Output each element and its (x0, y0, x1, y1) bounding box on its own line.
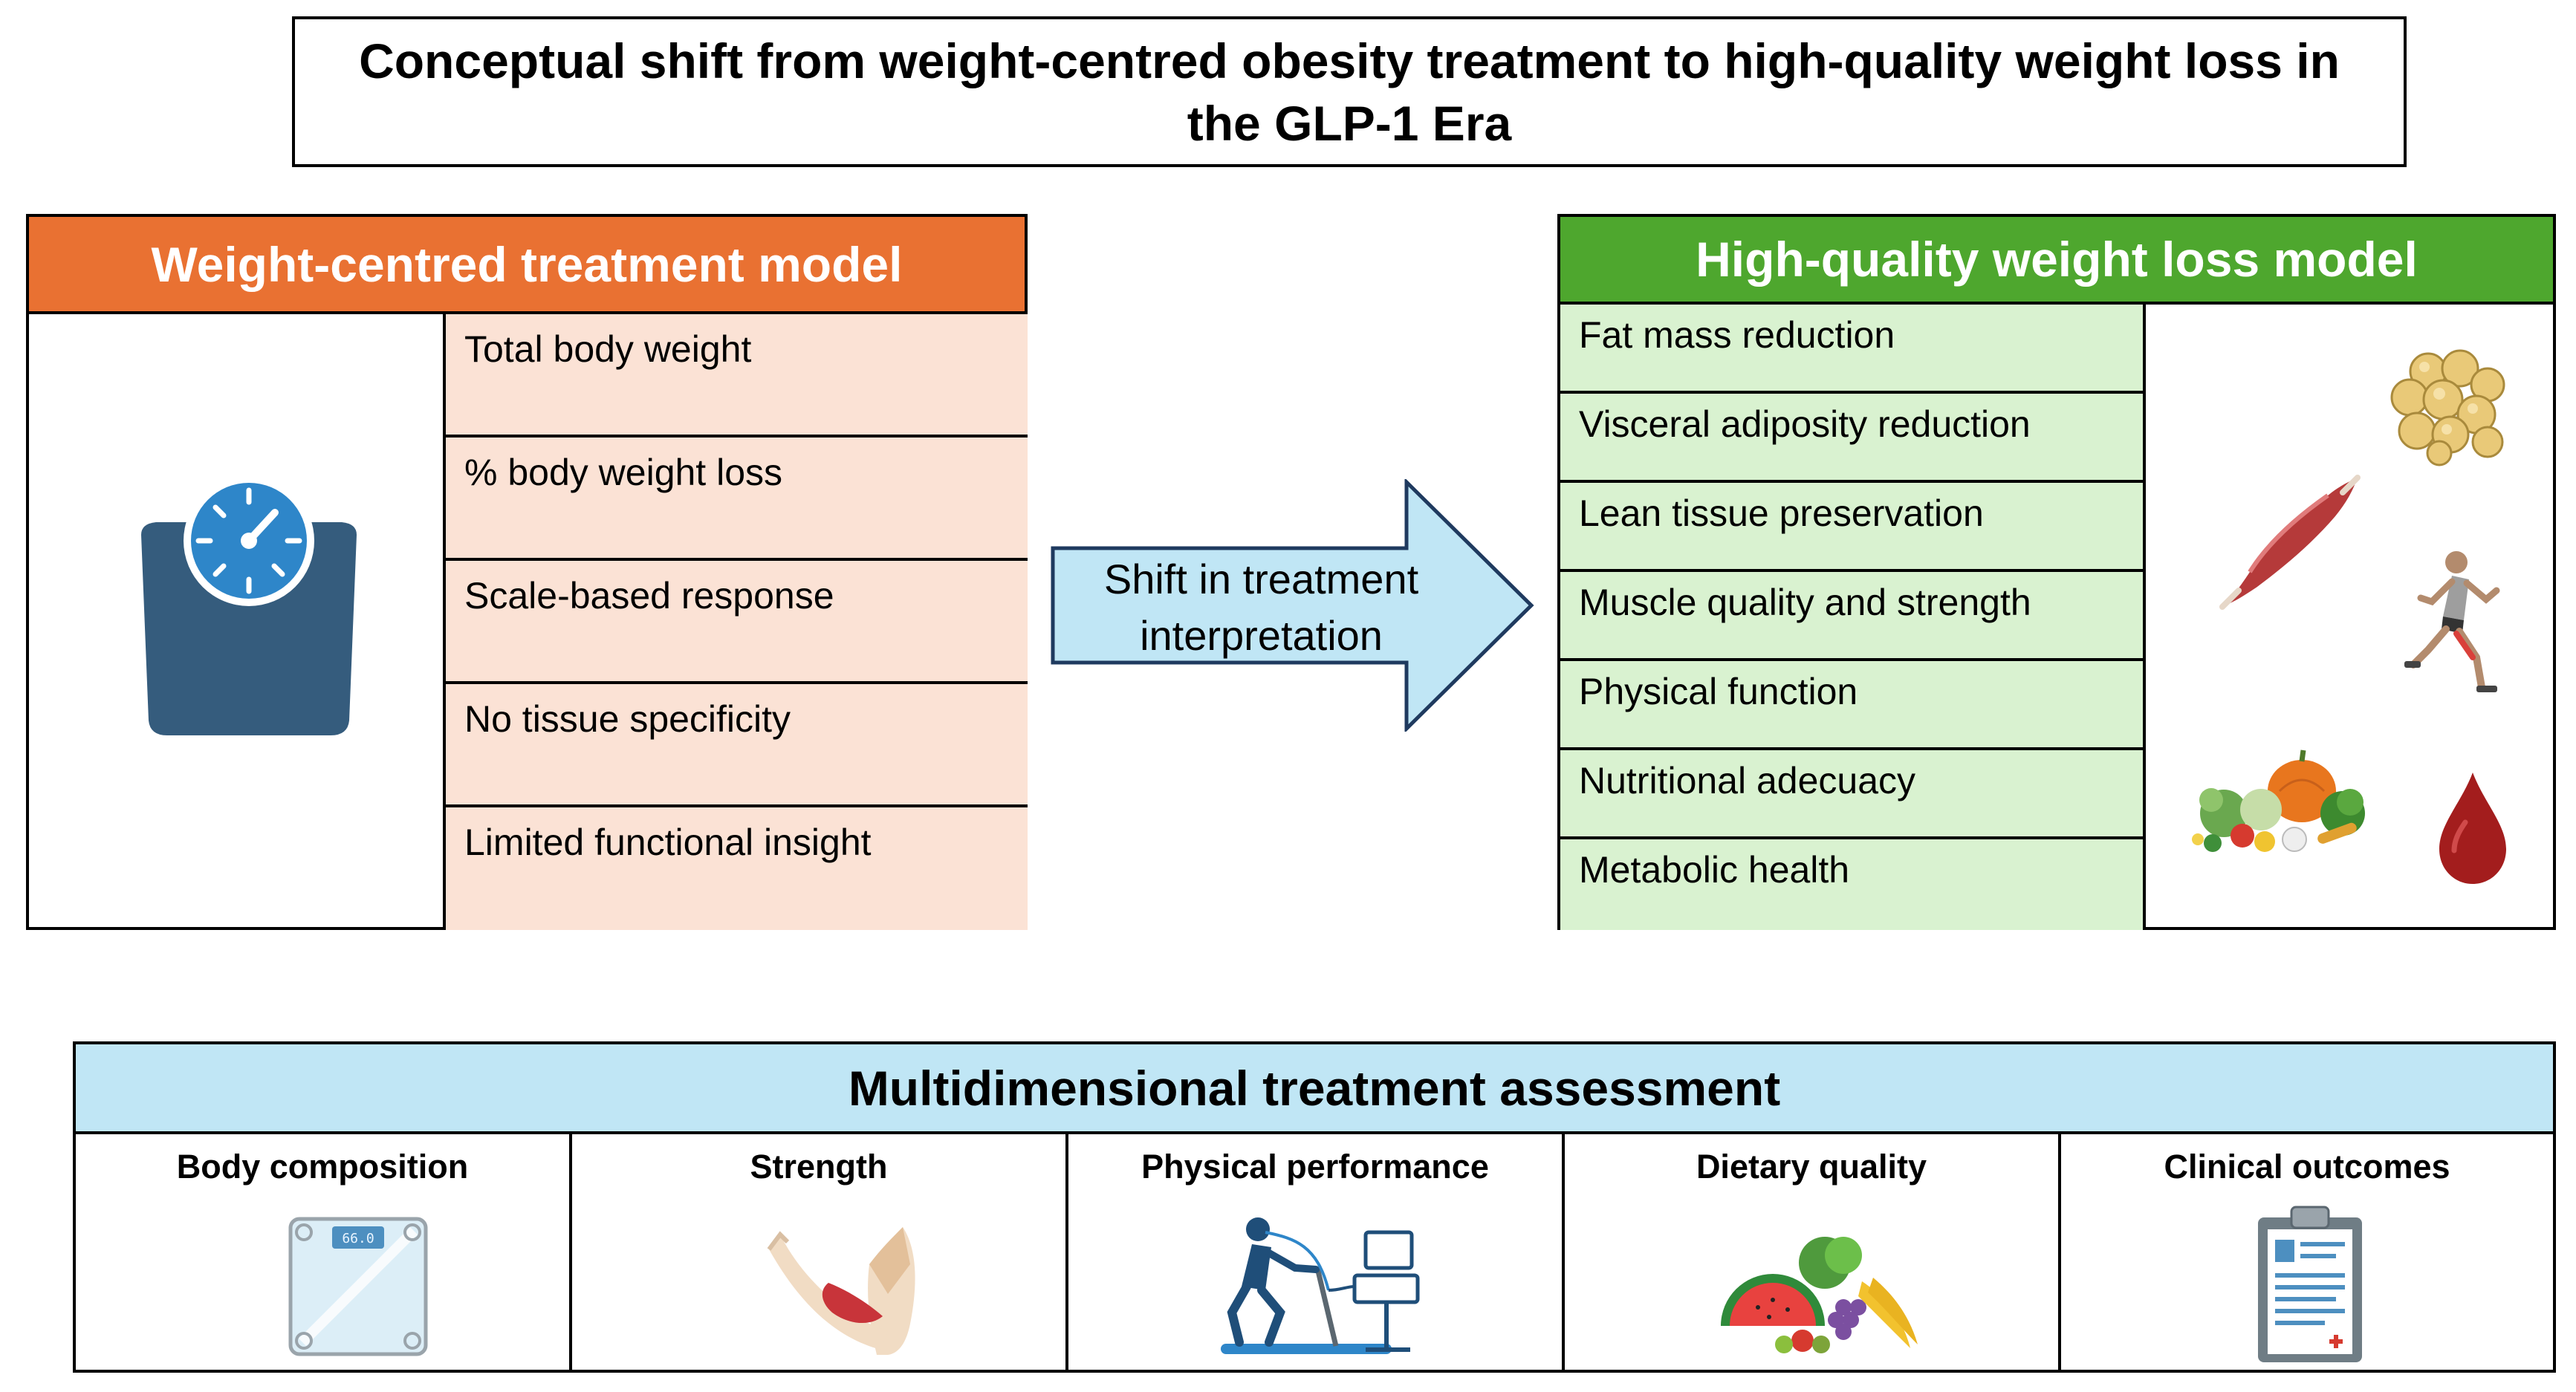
muscle-icon (2219, 475, 2361, 610)
left-item-limited-functional-insight: Limited functional insight (446, 807, 1028, 930)
assessment-label-clinical-outcomes: Clinical outcomes (2164, 1148, 2450, 1186)
left-item-scale-based-response: Scale-based response (446, 561, 1028, 684)
treadmill-test-icon (1221, 1217, 1420, 1354)
fat-cells-icon (2390, 349, 2505, 466)
right-item-physical-function: Physical function (1560, 661, 2146, 750)
glass-scale-icon: 66.0 (288, 1217, 428, 1356)
multidimensional-assessment-panel: Multidimensional treatment assessment Bo… (73, 1041, 2556, 1373)
right-item-lean-tissue-preservation: Lean tissue preservation (1560, 483, 2146, 572)
diagram-title: Conceptual shift from weight-centred obe… (292, 16, 2407, 167)
assessment-cell-strength: Strength (572, 1134, 1068, 1370)
high-quality-model-header: High-quality weight loss model (1560, 217, 2553, 305)
high-quality-model-panel: High-quality weight loss model Fat mass … (1557, 214, 2556, 930)
left-item-no-tissue-specificity: No tissue specificity (446, 684, 1028, 807)
right-item-nutritional-adequacy: Nutritional adecuacy (1560, 750, 2146, 839)
runner-icon (2404, 551, 2500, 692)
assessment-cell-body-composition: Body composition 66.0 (76, 1134, 572, 1370)
assessment-cell-physical-performance: Physical performance (1068, 1134, 1565, 1370)
weight-centred-model-header: Weight-centred treatment model (29, 217, 1025, 314)
bathroom-scale-icon (141, 475, 357, 735)
shift-arrow-label: Shift in treatment interpretation (1103, 556, 1419, 659)
right-item-muscle-quality-strength: Muscle quality and strength (1560, 572, 2146, 661)
blood-drop-icon (2439, 773, 2506, 884)
vegetables-icon (2192, 749, 2365, 852)
fruits-vegetables-icon (1721, 1237, 1918, 1353)
right-item-visceral-adiposity-reduction: Visceral adiposity reduction (1560, 394, 2146, 483)
assessment-label-body-composition: Body composition (176, 1148, 469, 1186)
arm-muscle-icon (767, 1227, 915, 1355)
left-item-total-body-weight: Total body weight (446, 314, 1028, 438)
assessment-label-dietary-quality: Dietary quality (1696, 1148, 1927, 1186)
right-item-fat-mass-reduction: Fat mass reduction (1560, 305, 2146, 394)
right-item-metabolic-health: Metabolic health (1560, 839, 2146, 930)
assessment-label-physical-performance: Physical performance (1141, 1148, 1489, 1186)
shift-arrow-icon (1051, 479, 1534, 732)
left-image-cell (29, 314, 446, 930)
scale-display-reading: 66.0 (342, 1231, 374, 1246)
assessment-cell-clinical-outcomes: Clinical outcomes (2061, 1134, 2553, 1370)
weight-centred-model-panel: Weight-centred treatment model Total bod… (26, 214, 1028, 930)
assessment-label-strength: Strength (750, 1148, 888, 1186)
left-item-percent-body-weight-loss: % body weight loss (446, 438, 1028, 561)
assessment-cell-dietary-quality: Dietary quality (1565, 1134, 2061, 1370)
right-image-cell (2146, 305, 2556, 930)
assessment-header: Multidimensional treatment assessment (76, 1044, 2553, 1134)
clipboard-icon (2258, 1206, 2362, 1362)
